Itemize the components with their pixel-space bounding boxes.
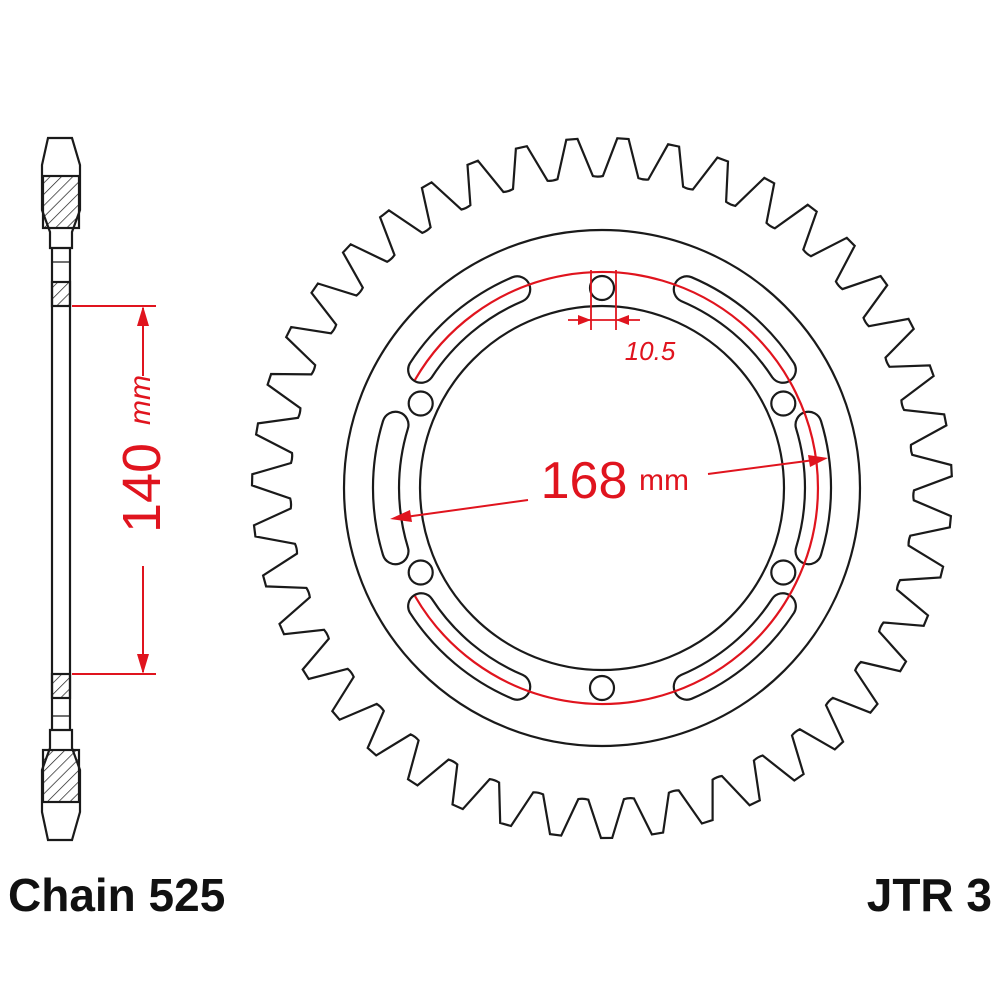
side-profile-hub-top — [50, 280, 72, 308]
mounting-slot — [794, 410, 833, 566]
mounting-slot — [672, 275, 797, 384]
bore-dimension — [72, 305, 156, 675]
mounting-slot — [407, 592, 532, 701]
hole-dimension — [568, 270, 640, 330]
hole-dimension-value: 10.5 — [625, 336, 676, 366]
mounting-holes — [407, 274, 797, 702]
pcd-circle-arc — [413, 270, 819, 706]
mounting-hole — [770, 559, 797, 586]
mounting-hole — [588, 274, 616, 302]
part-number-caption: JTR 3 — [866, 869, 992, 921]
bore-dimension-value: 140 — [112, 443, 172, 533]
sprocket-teeth-outline — [250, 137, 953, 840]
pcd-dimension-unit: mm — [639, 464, 689, 497]
pcd-dimension-value: 168 — [541, 452, 628, 510]
mounting-slot — [407, 275, 532, 384]
mounting-hole — [588, 674, 616, 702]
sprocket-inner-ring — [342, 228, 862, 748]
sprocket-front-view — [250, 137, 953, 840]
side-profile-view — [40, 136, 82, 842]
mounting-slot — [672, 592, 797, 701]
mounting-hole — [407, 390, 434, 417]
side-profile-bottom-hatch — [41, 748, 81, 804]
chain-size-caption: Chain 525 — [8, 869, 226, 921]
mounting-hole — [407, 559, 434, 586]
mounting-hole — [770, 390, 797, 417]
mounting-slot — [371, 410, 410, 566]
side-profile-hub-bottom — [50, 672, 72, 700]
mounting-slots — [371, 275, 833, 701]
side-profile-top-hatch — [41, 174, 81, 230]
bore-dimension-unit: mm — [124, 375, 157, 425]
sprocket-bore — [418, 304, 786, 672]
pcd-dimension — [390, 455, 828, 522]
